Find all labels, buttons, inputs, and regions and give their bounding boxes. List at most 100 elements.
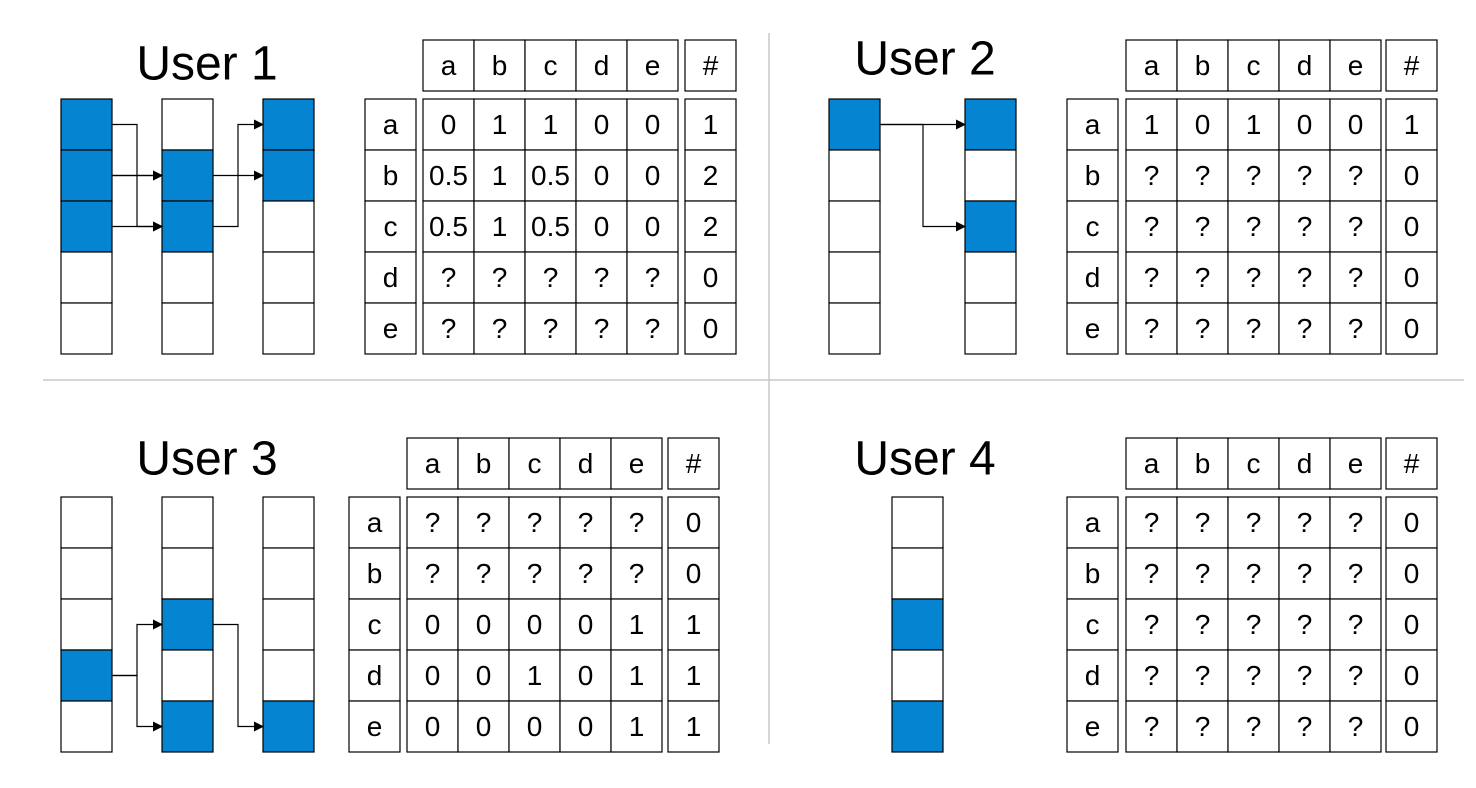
matrix-cell <box>559 547 612 600</box>
matrix-value: 0 <box>594 109 610 140</box>
matrix-cell <box>559 496 612 549</box>
matrix-cell <box>1125 700 1178 753</box>
matrix-cell <box>1329 98 1382 151</box>
row-label: b <box>1085 160 1101 191</box>
count-value: 0 <box>1404 558 1420 589</box>
matrix-value: ? <box>1348 507 1364 538</box>
block-cell-empty <box>161 547 214 600</box>
row-label: a <box>367 507 383 538</box>
matrix-value: 1 <box>527 660 543 691</box>
count-value: 0 <box>703 262 719 293</box>
matrix-value: 0 <box>425 609 441 640</box>
block-cell-empty <box>60 251 113 304</box>
matrix-cell <box>610 547 663 600</box>
column-header-cell <box>422 39 475 92</box>
column-header-label: b <box>492 50 508 81</box>
matrix-value: ? <box>1348 211 1364 242</box>
matrix-value: ? <box>1144 262 1160 293</box>
count-cell <box>1385 302 1438 355</box>
row-label-cell <box>1066 649 1119 702</box>
block-cell-empty <box>60 700 113 753</box>
matrix-cell <box>1176 251 1229 304</box>
count-header-label: # <box>1404 448 1420 479</box>
matrix-value: ? <box>1348 313 1364 344</box>
matrix-value: ? <box>1297 211 1313 242</box>
block-cell-empty <box>828 251 881 304</box>
row-label-cell <box>1066 200 1119 253</box>
block-cell-filled <box>161 200 214 253</box>
row-label-cell <box>348 700 401 753</box>
matrix-cell <box>508 598 561 651</box>
matrix-cell <box>1176 200 1229 253</box>
matrix-cell <box>1227 302 1280 355</box>
matrix-value: 1 <box>629 660 645 691</box>
count-header-cell <box>1385 437 1438 490</box>
count-cell <box>1385 649 1438 702</box>
count-header-label: # <box>703 50 719 81</box>
matrix-value: ? <box>1144 711 1160 742</box>
matrix-cell <box>626 251 679 304</box>
matrix-value: ? <box>1348 660 1364 691</box>
matrix-value: 0 <box>645 160 661 191</box>
row-label-cell <box>1066 496 1119 549</box>
count-cell <box>1385 496 1438 549</box>
matrix-value: 0 <box>425 711 441 742</box>
row-label: b <box>383 160 399 191</box>
column-header-label: e <box>645 50 661 81</box>
matrix-value: ? <box>1246 262 1262 293</box>
matrix-value: ? <box>1195 211 1211 242</box>
matrix-value: ? <box>1348 558 1364 589</box>
row-label-cell <box>348 649 401 702</box>
block-cell-empty <box>964 251 1017 304</box>
matrix-cell <box>626 200 679 253</box>
count-value: 0 <box>686 558 702 589</box>
matrix-value: 1 <box>543 109 559 140</box>
column-header-label: d <box>594 50 610 81</box>
matrix-value: ? <box>1246 660 1262 691</box>
block-cell-empty <box>60 547 113 600</box>
block-cell-filled <box>161 700 214 753</box>
matrix-value: 0 <box>441 109 457 140</box>
matrix-value: ? <box>441 313 457 344</box>
matrix-value: ? <box>476 507 492 538</box>
matrix-cell <box>1125 547 1178 600</box>
column-header-cell <box>1125 39 1178 92</box>
matrix-value: 0 <box>645 211 661 242</box>
matrix-value: ? <box>1297 711 1313 742</box>
matrix-cell <box>473 200 526 253</box>
matrix-cell <box>1125 149 1178 202</box>
count-value: 0 <box>1404 609 1420 640</box>
block-cell-filled <box>262 98 315 151</box>
matrix-value: ? <box>1246 507 1262 538</box>
row-label: c <box>1086 211 1100 242</box>
matrix-value: ? <box>1195 262 1211 293</box>
matrix-cell <box>422 302 475 355</box>
matrix-value: ? <box>1195 609 1211 640</box>
block-cell-empty <box>161 649 214 702</box>
block-cell-filled <box>60 149 113 202</box>
row-label-cell <box>364 98 417 151</box>
matrix-value: ? <box>1297 609 1313 640</box>
count-cell <box>667 649 720 702</box>
block-cell-filled <box>891 700 944 753</box>
matrix-value: ? <box>1246 558 1262 589</box>
column-header-label: a <box>425 448 441 479</box>
transition-arrow <box>112 174 163 232</box>
matrix-cell <box>406 496 459 549</box>
matrix-cell <box>473 251 526 304</box>
matrix-value: 0 <box>645 109 661 140</box>
matrix-value: ? <box>1195 660 1211 691</box>
matrix-cell <box>1227 598 1280 651</box>
matrix-value: 0 <box>1348 109 1364 140</box>
count-value: 0 <box>1404 711 1420 742</box>
matrix-cell <box>1125 251 1178 304</box>
panel-title: User 4 <box>854 433 995 486</box>
count-value: 1 <box>686 609 702 640</box>
matrix-cell <box>1329 200 1382 253</box>
matrix-cell <box>473 302 526 355</box>
block-cell-empty <box>964 302 1017 355</box>
block-cell-empty <box>891 496 944 549</box>
count-value: 0 <box>1404 313 1420 344</box>
row-label-cell <box>364 149 417 202</box>
